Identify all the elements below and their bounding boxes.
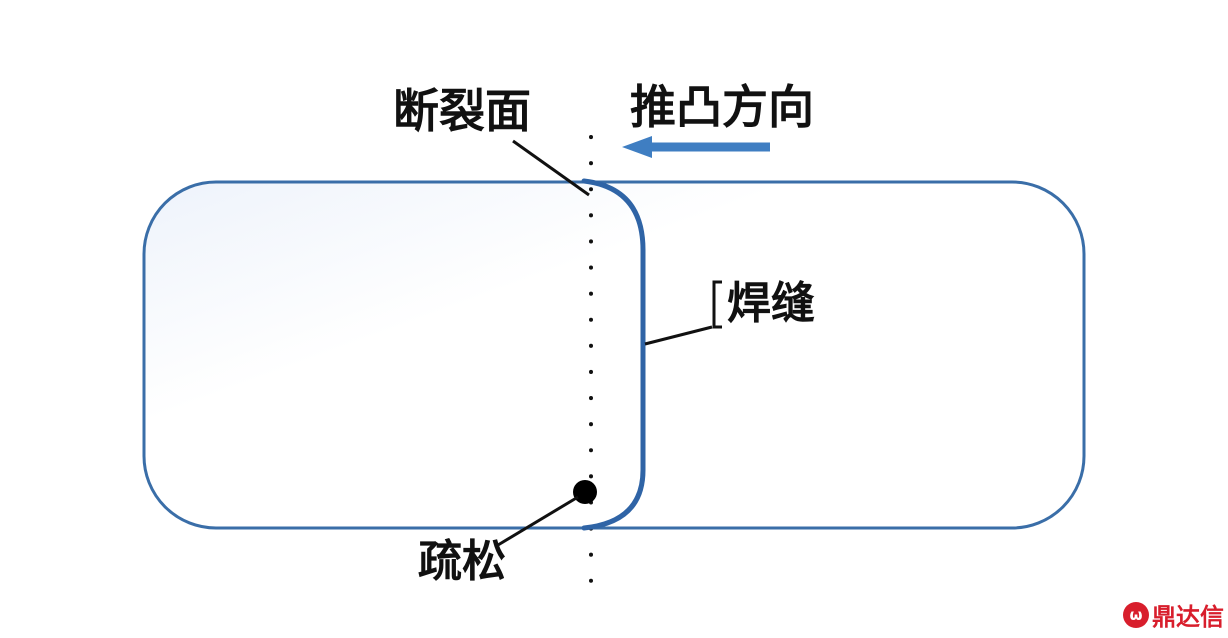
looseness-leader-line — [497, 495, 579, 547]
weld-seam-label: 焊缝 — [727, 278, 815, 329]
watermark-text: 鼎达信 — [1152, 603, 1224, 631]
watermark: ω 鼎达信 — [1123, 597, 1224, 632]
weld-leader-line — [644, 325, 713, 346]
fracture-surface-label: 断裂面 — [393, 84, 531, 138]
weld-seam-line — [581, 178, 646, 531]
weld-bracket — [712, 280, 722, 329]
specimen-body — [142, 180, 1086, 530]
push-direction-arrow — [622, 136, 770, 158]
push-direction-label: 推凸方向 — [630, 80, 814, 134]
dingdaxin-logo-icon: ω — [1123, 601, 1149, 628]
porosity-defect-dot — [573, 480, 597, 504]
fracture-leader-line — [512, 139, 590, 197]
looseness-label: 疏松 — [418, 536, 506, 587]
